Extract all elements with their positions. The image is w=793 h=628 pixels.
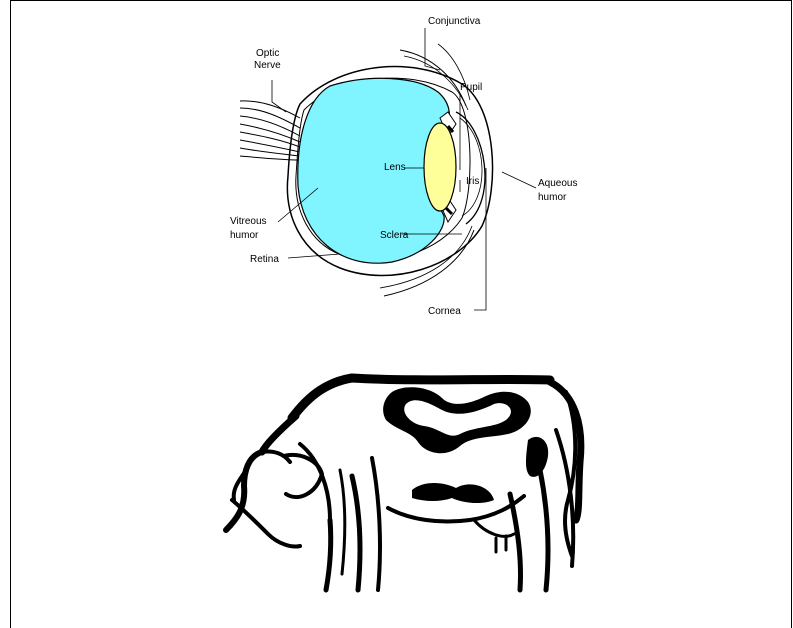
- cow-front-leg-2: [352, 476, 360, 590]
- cow-front-leg-1: [326, 520, 331, 590]
- cow-spot-back: [383, 387, 531, 453]
- cow-spot-belly: [412, 483, 494, 503]
- cow-hind-leg-2: [540, 470, 548, 590]
- cow-udder: [474, 520, 514, 536]
- cow-belly: [388, 496, 524, 522]
- cow-head: [226, 452, 262, 530]
- cow-neck: [262, 416, 296, 452]
- cow-spot-rump: [526, 437, 548, 477]
- cow-spots: [383, 387, 548, 503]
- cow-hind-leg-1: [510, 494, 521, 590]
